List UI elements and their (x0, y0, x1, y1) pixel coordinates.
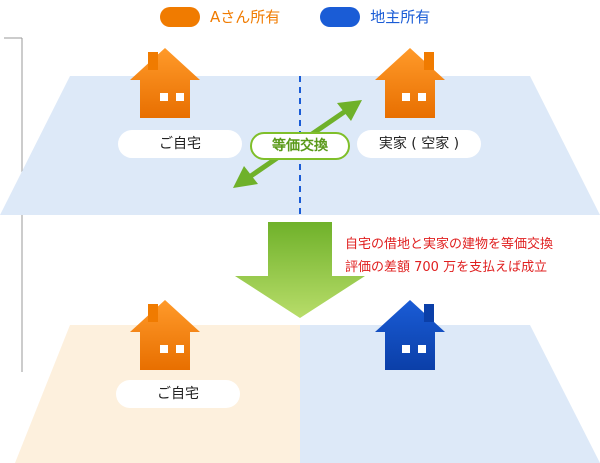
legend-item-landowner: 地主所有 (320, 6, 430, 27)
bottom-left-house-label: ご自宅 (116, 380, 240, 408)
legend-swatch-blue (320, 6, 361, 27)
note-line-1: 自宅の借地と実家の建物を等価交換 (345, 237, 554, 252)
legend-label-a: Aさん所有 (210, 8, 281, 26)
note-line-2: 評価の差額 700 万を支払えば成立 (345, 260, 548, 275)
bottom-right-house-icon (375, 300, 445, 370)
legend-item-a: Aさん所有 (160, 6, 280, 27)
legend-label-landowner: 地主所有 (370, 8, 431, 26)
bottom-left-house-icon (130, 300, 200, 370)
top-right-house-icon (375, 48, 445, 118)
bottom-right-plot (300, 325, 600, 463)
exchange-label: 等価交換 (250, 132, 350, 160)
legend: Aさん所有 地主所有 (160, 6, 430, 27)
top-right-house-label: 実家 ( 空家 ) (357, 130, 481, 158)
down-arrow-icon (235, 222, 365, 318)
top-left-house-icon (130, 48, 200, 118)
legend-swatch-orange (160, 6, 200, 27)
top-left-house-label: ご自宅 (118, 130, 242, 158)
